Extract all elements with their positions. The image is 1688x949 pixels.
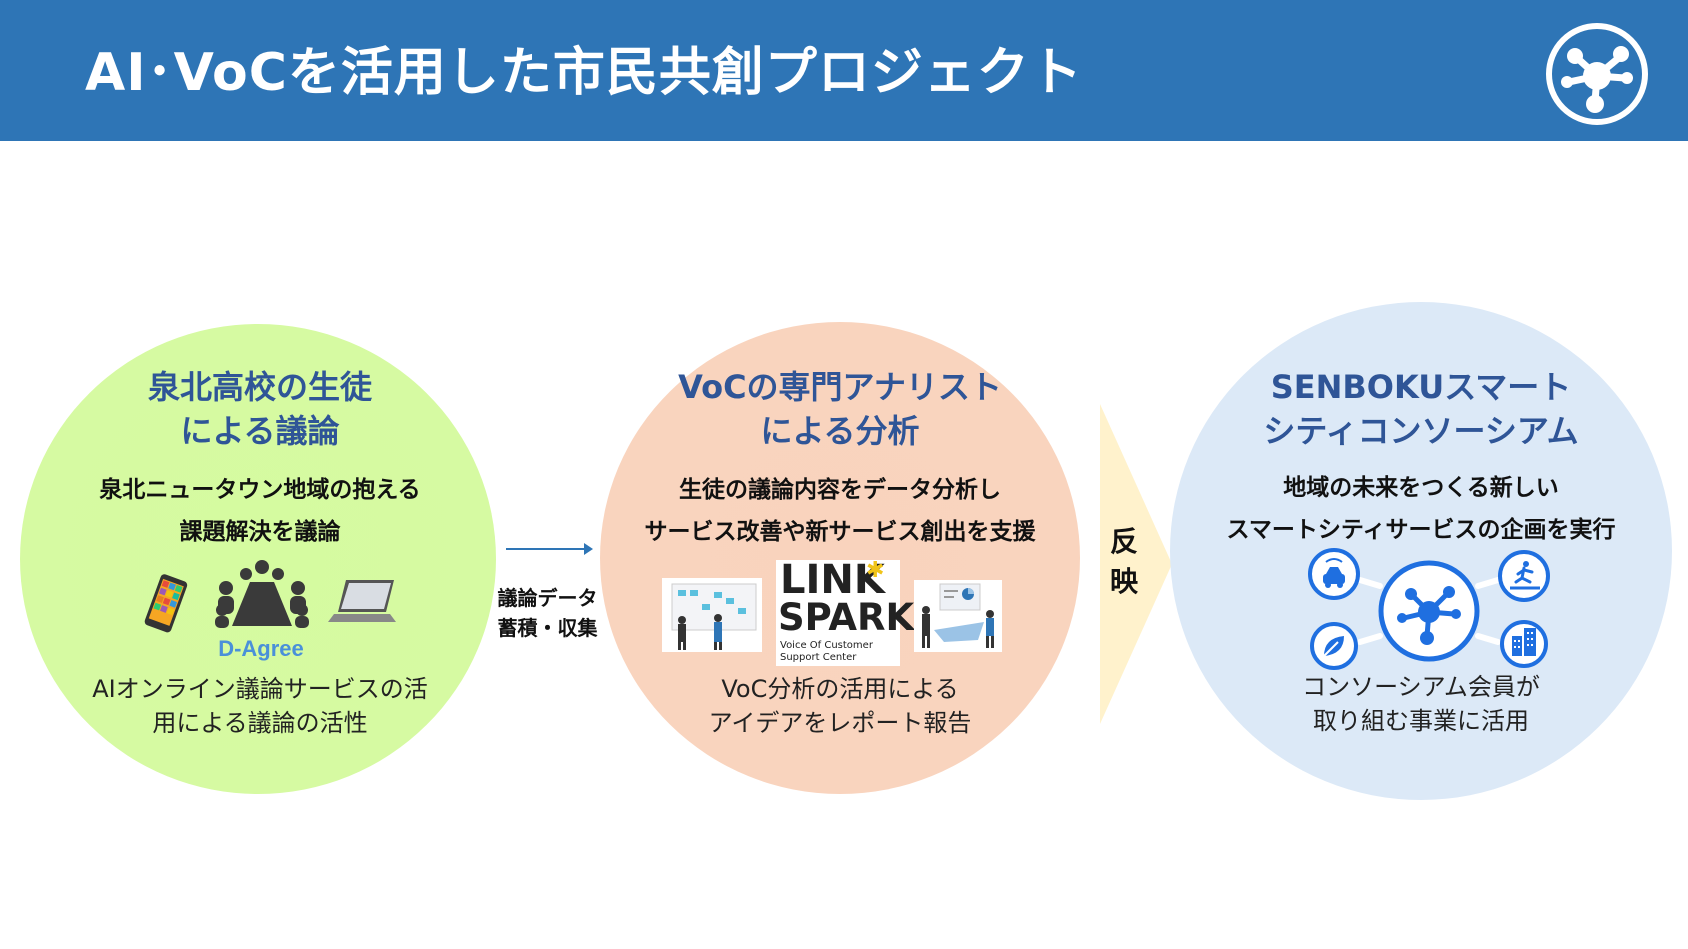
- circle3-foot-line1: コンソーシアム会員が: [1302, 673, 1540, 701]
- circle1-foot-line1: AIオンライン議論サービスの活: [92, 675, 428, 703]
- circle1-foot-line2: 用による議論の活性: [152, 709, 368, 737]
- circle1-title-line2: による議論: [180, 412, 340, 450]
- circle1-sub-line2: 課題解決を議論: [179, 519, 341, 545]
- circle2-title-line1: VoCの専門アナリスト: [678, 368, 1002, 406]
- circle1-title-line1: 泉北高校の生徒: [147, 368, 372, 406]
- flow-arrow-line: [506, 548, 588, 550]
- arrow-label: 議論データ 蓄積・収集: [480, 583, 615, 643]
- flow-arrow-head: [584, 543, 593, 555]
- reflect-chevron-arrow: [1100, 404, 1172, 724]
- linkspark-caption2: Support Center: [780, 652, 857, 663]
- circle3-title-line1: SENBOKUスマート: [1270, 368, 1572, 406]
- arrow-label-line1: 議論データ: [497, 586, 598, 610]
- circle3-sub-line1: 地域の未来をつくる新しい: [1283, 475, 1559, 501]
- page-title: AI･VoCを活用した市民共創プロジェクト: [85, 43, 1083, 103]
- chevron-label-line2: 映: [1109, 565, 1138, 598]
- meeting-table-icon: [215, 560, 309, 628]
- board-meeting-illustration: [662, 578, 762, 652]
- voc-analysis-circle: [600, 322, 1080, 794]
- chevron-label: 反 映: [1106, 522, 1142, 602]
- spark-star-icon: ✱: [866, 558, 885, 583]
- circle3-title-line2: シティコンソーシアム: [1263, 412, 1579, 450]
- chevron-label-line1: 反: [1109, 525, 1138, 558]
- smart-city-diagram: [1308, 548, 1550, 670]
- circle1-sub-line1: 泉北ニュータウン地域の抱える: [99, 477, 421, 503]
- circle2-sub-line2: サービス改善や新サービス創出を支援: [644, 519, 1036, 545]
- circle3-sub-line2: スマートシティサービスの企画を実行: [1226, 517, 1616, 543]
- laptop-icon: [328, 580, 396, 622]
- linkspark-caption1: Voice Of Customer: [780, 640, 873, 651]
- chart-presentation-illustration: [914, 580, 1002, 652]
- consortium-circle: [1170, 302, 1672, 800]
- linkspark-logo-line1: LINK: [780, 557, 885, 603]
- dagree-logo: D-Agree: [218, 636, 304, 661]
- circle3-foot-line2: 取り組む事業に活用: [1313, 707, 1529, 735]
- smartphone-icon: [144, 574, 188, 633]
- arrow-label-line2: 蓄積・収集: [497, 616, 598, 640]
- circle2-foot-line1: VoC分析の活用による: [721, 675, 959, 703]
- circle2-title-line2: による分析: [760, 412, 920, 450]
- circle2-sub-line1: 生徒の議論内容をデータ分析し: [679, 477, 1001, 503]
- student-discussion-circle: [20, 324, 496, 794]
- circle2-foot-line2: アイデアをレポート報告: [708, 709, 972, 737]
- network-node-icon: [1546, 23, 1648, 125]
- linkspark-logo: LINK ✱ SPARK Voice Of Customer Support C…: [776, 557, 914, 666]
- header-bar: AI･VoCを活用した市民共創プロジェクト: [0, 0, 1688, 141]
- linkspark-logo-line2: SPARK: [778, 596, 915, 639]
